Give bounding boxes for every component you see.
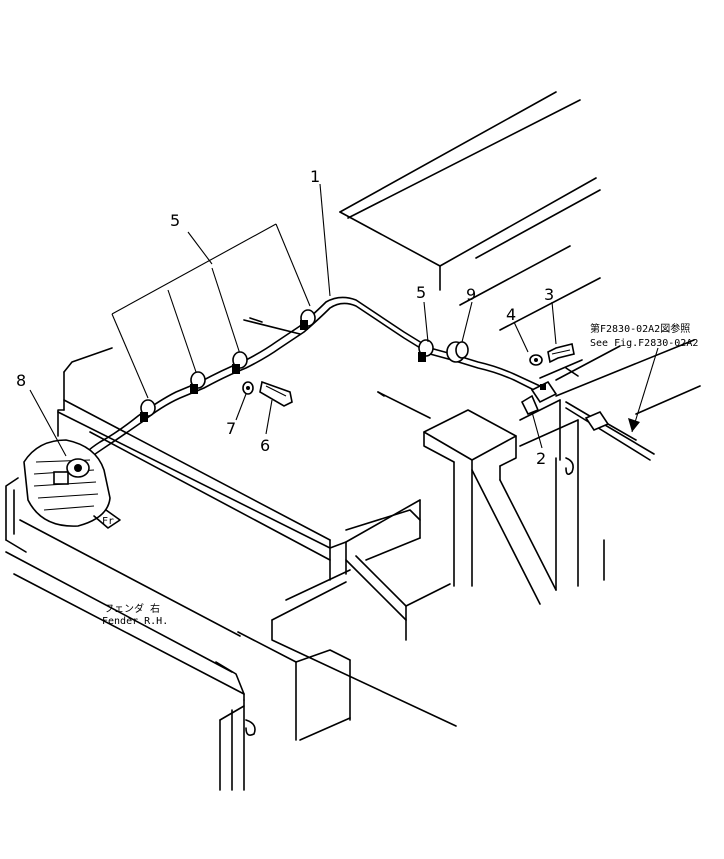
external-connector xyxy=(565,401,655,461)
callout-bracket xyxy=(111,223,311,399)
reference-note: 第F2830-02A2図参照 See Fig.F2830-02A2 xyxy=(590,322,698,349)
clip-5 xyxy=(418,339,434,362)
headlamp xyxy=(23,439,121,529)
callout-6: 6 xyxy=(260,436,270,455)
callout-4: 4 xyxy=(506,305,516,324)
leader-lines xyxy=(29,183,659,457)
connector xyxy=(520,380,558,416)
reference-japanese: 第F2830-02A2図参照 xyxy=(590,322,690,335)
clip-4 xyxy=(300,309,316,330)
harness-clips xyxy=(140,309,434,422)
washer-7 xyxy=(242,381,254,395)
support-post xyxy=(423,409,574,605)
callout-5-left: 5 xyxy=(170,211,180,230)
upper-panel xyxy=(539,339,701,415)
callout-5-right: 5 xyxy=(416,283,426,302)
callout-numbers: 1 2 3 4 5 5 6 7 8 9 xyxy=(16,167,554,468)
grommet xyxy=(446,341,469,363)
fender-label: フェンダ 右 Fender R.H. xyxy=(102,602,168,627)
fender-label-japanese: フェンダ 右 xyxy=(104,602,160,615)
callout-2: 2 xyxy=(536,449,546,468)
wiring-harness xyxy=(71,296,541,473)
clip-2 xyxy=(190,371,206,394)
front-marker: Fr xyxy=(102,516,114,527)
washer-4 xyxy=(529,354,543,366)
fender-label-english: Fender R.H. xyxy=(102,616,168,627)
deck-plate xyxy=(57,347,579,587)
bolt-6 xyxy=(259,380,293,407)
callout-8: 8 xyxy=(16,371,26,390)
fender-frame xyxy=(5,477,605,791)
callout-9: 9 xyxy=(466,285,476,304)
lower-block xyxy=(345,499,451,641)
callout-1: 1 xyxy=(310,167,320,186)
bolt-3 xyxy=(547,343,575,364)
reference-english: See Fig.F2830-02A2 xyxy=(590,338,698,349)
clip-3 xyxy=(232,351,248,374)
clip-1 xyxy=(140,399,156,422)
cab-body xyxy=(339,91,621,381)
callout-7: 7 xyxy=(226,419,236,438)
callout-3: 3 xyxy=(544,285,554,304)
